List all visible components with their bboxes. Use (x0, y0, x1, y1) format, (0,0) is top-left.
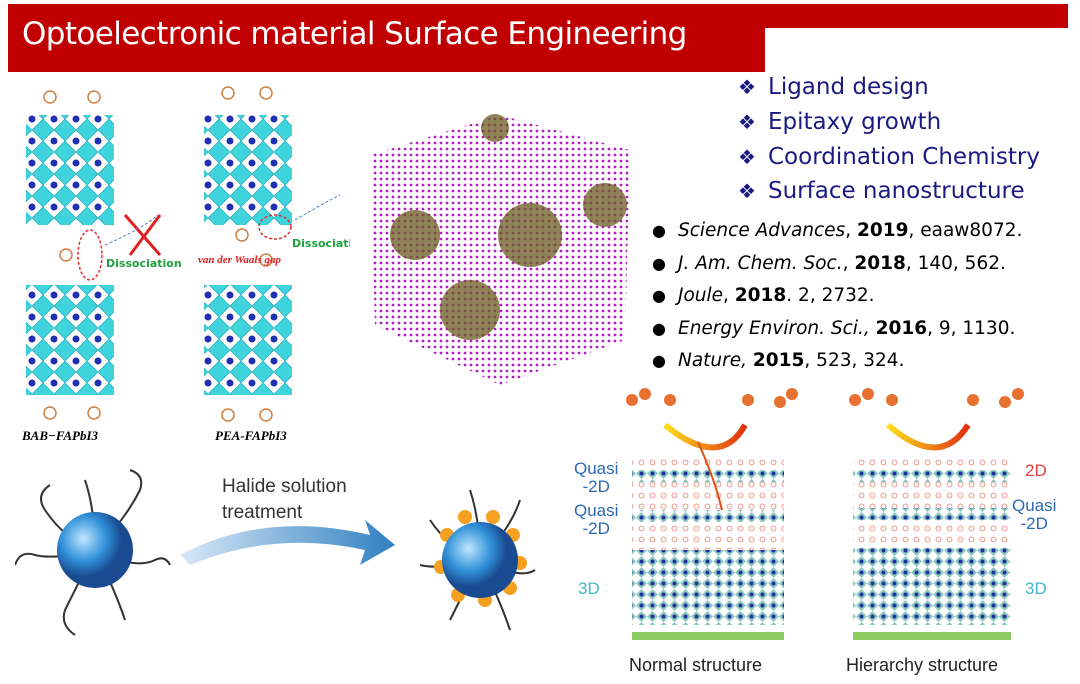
structure-comparison-figure (626, 388, 1024, 640)
key-point-text: Surface nanostructure (768, 178, 1025, 204)
journal-name: Science Advances (678, 220, 846, 241)
key-point-text: Epitaxy growth (768, 109, 942, 135)
separator: , (723, 285, 735, 306)
diamond-bullet-icon: ❖ (738, 179, 756, 203)
bullet-icon: ● (652, 221, 666, 240)
volume-pages: , 9, 1130. (927, 317, 1016, 339)
vdw-gap-label: van der Waals gap (198, 254, 282, 266)
reference-item: ● Energy Environ. Sci., 2016, 9, 1130. (652, 318, 1015, 339)
layer-label: 3D (1025, 579, 1047, 598)
journal-name: J. Am. Chem. Soc. (678, 252, 843, 274)
dissociation-label: Dissociatio (292, 237, 350, 250)
year: 2015 (752, 350, 805, 371)
layer-label: Quasi-2D (1012, 496, 1057, 533)
key-point: ❖ Surface nanostructure (738, 178, 1025, 204)
volume-pages: . 2, 2732. (786, 285, 875, 306)
reference-item: ● J. Am. Chem. Soc., 2018, 140, 562. (652, 253, 1006, 274)
dissociation-label: Dissociation (106, 257, 182, 270)
pea-fapbi3-label: PEA-FAPbI3 (215, 428, 287, 443)
key-point: ❖ Coordination Chemistry (738, 144, 1040, 170)
title-banner (8, 4, 765, 72)
journal-name: Energy Environ. Sci., (678, 317, 870, 339)
volume-pages: , 523, 324. (804, 350, 905, 371)
nanoparticle-treatment-figure (15, 469, 536, 636)
journal-name: Joule (678, 285, 724, 306)
diamond-bullet-icon: ❖ (738, 145, 756, 169)
halide-treatment-caption: Halide solution treatment (222, 474, 347, 526)
layer-label: Quasi-2D (574, 501, 619, 538)
caption-line: Halide solution (222, 476, 347, 497)
layer-label: 3D (578, 579, 600, 598)
key-point: ❖ Epitaxy growth (738, 109, 941, 135)
year: 2018 (854, 252, 906, 274)
nanocrystal-cube-figure (370, 114, 630, 385)
key-point-text: Coordination Chemistry (768, 144, 1040, 170)
volume-pages: , 140, 562. (905, 252, 1006, 274)
slide-title: Optoelectronic material Surface Engineer… (22, 16, 687, 52)
bab-fapbi3-label: BAB−FAPbI3 (22, 428, 99, 443)
layered-perovskite-figure: Dissociation Dissociatio van der Waals g… (26, 86, 350, 422)
reference-item: ● Joule, 2018. 2, 2732. (652, 285, 875, 306)
diamond-bullet-icon: ❖ (738, 110, 756, 134)
volume-pages: , eaaw8072. (908, 220, 1023, 241)
bullet-icon: ● (652, 351, 666, 370)
normal-structure-title: Normal structure (629, 655, 763, 675)
diamond-bullet-icon: ❖ (738, 75, 756, 99)
hierarchy-structure-title: Hierarchy structure (846, 655, 999, 675)
key-point-text: Ligand design (768, 74, 929, 100)
year: 2019 (856, 220, 909, 241)
year: 2018 (734, 285, 787, 306)
bullet-icon: ● (652, 253, 666, 273)
reference-item: ● Science Advances, 2019, eaaw8072. (652, 220, 1022, 241)
layer-label: 2D (1025, 461, 1047, 480)
layer-label: Quasi-2D (574, 459, 619, 496)
year: 2016 (875, 317, 928, 339)
caption-line: treatment (222, 502, 303, 523)
key-point: ❖ Ligand design (738, 74, 929, 100)
reference-item: ● Nature, 2015, 523, 324. (652, 350, 904, 371)
journal-name: Nature, (678, 350, 748, 371)
separator: , (845, 220, 857, 241)
separator: , (842, 252, 855, 274)
bullet-icon: ● (652, 286, 666, 305)
bullet-icon: ● (652, 318, 666, 338)
